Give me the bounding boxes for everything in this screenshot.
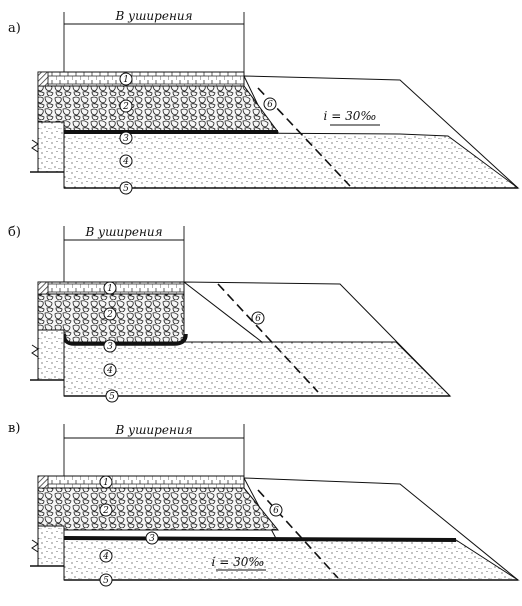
panel-b-sand-layer bbox=[63, 341, 452, 397]
panel-a-surface-course bbox=[37, 71, 245, 87]
panel-a-marker-5: 5 bbox=[119, 181, 133, 195]
svg-text:2: 2 bbox=[106, 310, 113, 320]
panel-b-separator-layer bbox=[62, 333, 188, 346]
svg-text:6: 6 bbox=[267, 100, 273, 110]
panel-a-dimension: В уширения bbox=[63, 9, 245, 74]
panel-a-marker-4: 4 bbox=[119, 154, 133, 168]
panel-c-marker-2: 2 bbox=[99, 503, 113, 517]
panel-b-marker-5: 5 bbox=[105, 389, 119, 403]
panel-a-letter: a) bbox=[8, 21, 21, 36]
panel-c-marker-3: 3 bbox=[145, 531, 159, 545]
panel-c-letter: в) bbox=[8, 421, 20, 436]
svg-text:4: 4 bbox=[106, 366, 113, 376]
panel-a-slope-label: i = 30‰ bbox=[324, 109, 377, 123]
panel-a-marker-2: 2 bbox=[119, 99, 133, 113]
panel-b-marker-1: 1 bbox=[103, 281, 117, 295]
panel-c-slope-label: i = 30‰ bbox=[212, 555, 265, 569]
panel-a-width-label: В уширения bbox=[114, 9, 192, 23]
svg-text:1: 1 bbox=[103, 478, 109, 488]
panel-c-marker-4: 4 bbox=[99, 549, 113, 563]
panel-b-old-base bbox=[37, 329, 65, 381]
panel-a-old-base bbox=[37, 121, 65, 173]
panel-c-old-base bbox=[37, 525, 65, 567]
panel-b: б) В уширения 1 2 3 bbox=[8, 225, 452, 403]
svg-text:4: 4 bbox=[102, 552, 109, 562]
svg-text:5: 5 bbox=[103, 576, 109, 586]
panel-b-width-label: В уширения bbox=[84, 225, 162, 239]
panel-a-marker-3: 3 bbox=[119, 131, 133, 145]
panel-c-marker-5: 5 bbox=[99, 573, 113, 587]
panel-c-sand-layer bbox=[63, 537, 520, 581]
panel-b-marker-6: 6 bbox=[251, 311, 265, 325]
svg-text:1: 1 bbox=[107, 284, 113, 294]
panel-c-marker-6: 6 bbox=[269, 503, 283, 517]
panel-b-break-mark bbox=[31, 344, 39, 358]
panel-a-marker-6: 6 bbox=[263, 97, 277, 111]
panel-c-dimension: В уширения bbox=[63, 423, 245, 478]
panel-c-break-mark bbox=[31, 539, 39, 553]
panel-a-marker-1: 1 bbox=[119, 72, 133, 86]
panel-b-marker-3: 3 bbox=[103, 339, 117, 353]
panel-b-marker-4: 4 bbox=[103, 363, 117, 377]
panel-b-cut-line bbox=[217, 283, 319, 393]
panel-b-marker-2: 2 bbox=[103, 307, 117, 321]
panel-b-dimension: В уширения bbox=[63, 225, 185, 282]
svg-text:1: 1 bbox=[123, 75, 129, 85]
panel-a-sand-layer bbox=[63, 131, 520, 189]
panel-a-old-edge bbox=[37, 71, 49, 87]
svg-text:3: 3 bbox=[123, 134, 129, 144]
svg-text:2: 2 bbox=[122, 102, 129, 112]
svg-text:3: 3 bbox=[149, 534, 155, 544]
panel-c-separator-layer bbox=[63, 536, 457, 542]
svg-text:6: 6 bbox=[255, 314, 261, 324]
panel-c: в) В уширения i = 30‰ 1 2 3 bbox=[8, 421, 520, 587]
panel-a-stone-layer bbox=[37, 85, 279, 133]
panel-a-break-mark bbox=[31, 139, 39, 153]
panel-c-width-label: В уширения bbox=[114, 423, 192, 437]
panel-c-stone-layer bbox=[37, 487, 280, 531]
panel-c-old-edge bbox=[37, 475, 49, 489]
panel-c-marker-1: 1 bbox=[99, 475, 113, 489]
svg-text:5: 5 bbox=[109, 392, 115, 402]
panel-c-cut-line bbox=[257, 489, 339, 579]
panel-c-surface-course bbox=[37, 475, 245, 489]
svg-text:4: 4 bbox=[122, 157, 129, 167]
panel-a: a) В уширения i = 30‰ bbox=[8, 9, 520, 195]
svg-text:2: 2 bbox=[102, 506, 109, 516]
svg-text:5: 5 bbox=[123, 184, 129, 194]
panel-b-letter: б) bbox=[8, 225, 21, 240]
svg-text:6: 6 bbox=[273, 506, 279, 516]
svg-text:3: 3 bbox=[107, 342, 113, 352]
panel-b-old-edge bbox=[37, 281, 49, 295]
